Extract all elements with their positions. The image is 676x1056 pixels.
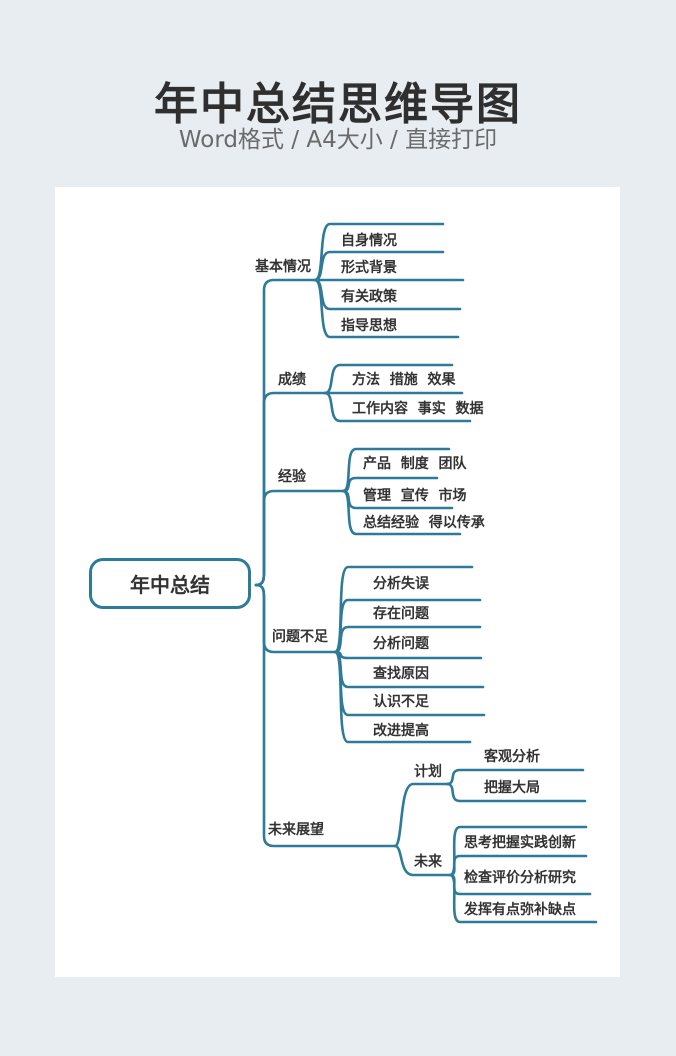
- leaf-label: 有关政策: [341, 289, 397, 305]
- page-subtitle: Word格式 / A4大小 / 直接打印: [178, 127, 498, 153]
- leaf-label: 查找原因: [373, 666, 429, 682]
- sub-connector: [313, 278, 460, 339]
- branch-label: 经验: [278, 469, 306, 485]
- sub-connector: [333, 650, 472, 744]
- leaf-label: 指导思想: [341, 318, 397, 334]
- leaf-label: 认识不足: [373, 694, 429, 710]
- branch-connector: [254, 391, 327, 587]
- leaf-label: 存在问题: [373, 606, 429, 622]
- leaf-label: 改进提高: [373, 723, 429, 739]
- leaf-label: 分析问题: [373, 636, 429, 652]
- sub-branch-connector: [393, 782, 449, 848]
- root-node: 年中总结: [89, 558, 251, 609]
- leaf-label: 检查评价分析研究: [464, 870, 576, 886]
- leaf-label: 管理 宣传 市场: [363, 488, 467, 504]
- leaf-label: 自身情况: [341, 233, 397, 249]
- leaf-label: 分析失误: [373, 576, 429, 592]
- leaf-label: 发挥有点弥补缺点: [464, 902, 576, 918]
- branch-label: 基本情况: [255, 259, 311, 275]
- leaf-label: 总结经验 得以传承: [363, 515, 485, 531]
- branch-label: 成绩: [278, 372, 306, 388]
- leaf-label: 产品 制度 团队: [363, 456, 467, 472]
- page-title: 年中总结思维导图: [154, 79, 522, 130]
- sub-connector: [448, 873, 598, 924]
- leaf-label: 形式背景: [341, 260, 397, 276]
- sub-connector: [333, 650, 483, 660]
- leaf-label: 工作内容 事实 数据: [352, 401, 484, 417]
- sub-connector: [341, 489, 462, 536]
- sub-branch-label: 计划: [414, 764, 442, 780]
- sub-connector: [445, 782, 587, 803]
- branch-connector: [254, 489, 345, 587]
- branch-connector: [254, 583, 397, 848]
- sub-branch-connector: [393, 844, 452, 877]
- leaf-label: 客观分析: [484, 749, 540, 765]
- branch-label: 未来展望: [268, 822, 324, 838]
- leaf-label: 方法 措施 效果: [352, 372, 456, 388]
- leaf-label: 思考把握实践创新: [464, 835, 576, 851]
- sub-branch-label: 未来: [414, 854, 442, 870]
- leaf-label: 把握大局: [484, 780, 540, 796]
- sub-connector: [323, 391, 472, 423]
- branch-label: 问题不足: [272, 629, 328, 645]
